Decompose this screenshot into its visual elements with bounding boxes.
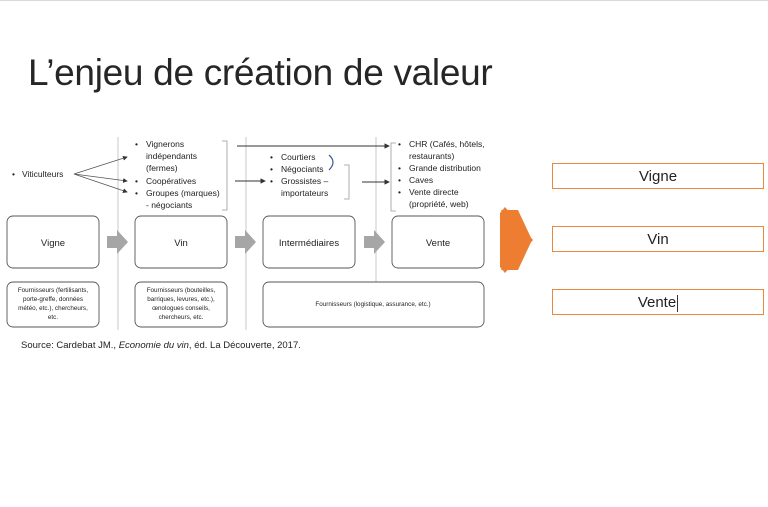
- svg-text:•: •: [270, 152, 273, 162]
- svg-text:porte-greffe, données: porte-greffe, données: [23, 296, 83, 303]
- svg-text:chercheurs, etc.: chercheurs, etc.: [159, 314, 204, 321]
- stage-box-intermediaires: [262, 215, 356, 269]
- orange-arrow-body: [501, 210, 532, 270]
- slide-title: L’enjeu de création de valeur: [28, 52, 493, 93]
- supplier-box: [134, 281, 228, 328]
- sales-list: • CHR (Cafés, hôtels, restaurants) • Gra…: [398, 139, 485, 209]
- fan-arrow: [73, 155, 128, 175]
- svg-text:•: •: [135, 139, 138, 149]
- text-cursor: [677, 294, 679, 312]
- svg-text:•: •: [135, 188, 138, 198]
- supplier-box: [262, 281, 485, 328]
- svg-text:Vente directe: Vente directe: [409, 187, 459, 197]
- stage-arrow: [364, 230, 385, 254]
- svg-text:- négociants: - négociants: [146, 200, 192, 210]
- stage-box-vin: [134, 215, 228, 269]
- stage-label: Vin: [174, 238, 188, 249]
- bracket: [344, 164, 350, 200]
- stage-label: Vente: [426, 238, 450, 249]
- top-border: [0, 0, 768, 1]
- svg-text:•: •: [398, 187, 401, 197]
- svg-text:•: •: [270, 176, 273, 186]
- svg-text:etc.: etc.: [48, 314, 58, 321]
- viticulteurs-label: Viticulteurs: [22, 169, 63, 179]
- svg-text:•: •: [270, 164, 273, 174]
- curved-arrow: [328, 154, 334, 171]
- svg-text:barriques, levures, etc.),: barriques, levures, etc.),: [147, 296, 215, 303]
- svg-text:•: •: [398, 163, 401, 173]
- bracket: [390, 142, 396, 212]
- svg-text:météo, etc.), chercheurs,: météo, etc.), chercheurs,: [18, 305, 88, 312]
- bullet-dot: •: [12, 169, 15, 179]
- svg-text:œnologues conseils,: œnologues conseils,: [152, 305, 210, 312]
- source-citation: Source: Cardebat JM., Economie du vin, é…: [21, 340, 301, 351]
- bracket: [222, 140, 228, 211]
- svg-text:(propriété, web): (propriété, web): [409, 199, 469, 209]
- fan-arrow: [73, 173, 128, 193]
- stage-arrow: [107, 230, 128, 254]
- stage-label: Vigne: [41, 238, 65, 249]
- text-box-vigne[interactable]: Vigne: [552, 163, 764, 189]
- svg-text:restaurants): restaurants): [409, 151, 455, 161]
- text-box-vente[interactable]: Vente: [552, 289, 764, 315]
- svg-text:importateurs: importateurs: [281, 188, 328, 198]
- svg-text:Coopératives: Coopératives: [146, 176, 196, 186]
- svg-text:•: •: [398, 139, 401, 149]
- svg-text:•: •: [135, 176, 138, 186]
- stage-label: Intermédiaires: [279, 238, 339, 249]
- stage-box-vente: [391, 215, 485, 269]
- stage-arrow: [235, 230, 256, 254]
- svg-text:Fournisseurs (logistique, assu: Fournisseurs (logistique, assurance, etc…: [315, 301, 430, 308]
- intermediaries-list: • Courtiers • Négociants • Grossistes – …: [270, 152, 329, 198]
- svg-text:Fournisseurs (fertilisants,: Fournisseurs (fertilisants,: [18, 287, 89, 294]
- svg-text:Groupes (marques): Groupes (marques): [146, 188, 220, 198]
- svg-text:(fermes): (fermes): [146, 163, 178, 173]
- svg-text:•: •: [398, 175, 401, 185]
- text-box-vin[interactable]: Vin: [552, 226, 764, 252]
- vin-actors-list: • Vignerons indépendants (fermes) • Coop…: [135, 139, 220, 210]
- svg-text:Vignerons: Vignerons: [146, 139, 184, 149]
- svg-text:Caves: Caves: [409, 175, 433, 185]
- svg-text:Grande distribution: Grande distribution: [409, 163, 481, 173]
- svg-text:Courtiers: Courtiers: [281, 152, 315, 162]
- svg-text:Négociants: Négociants: [281, 164, 324, 174]
- supplier-box: [6, 281, 100, 328]
- svg-text:Fournisseurs (bouteilles,: Fournisseurs (bouteilles,: [147, 287, 216, 294]
- stage-box-vigne: [6, 215, 100, 269]
- fan-arrow: [73, 173, 128, 183]
- svg-text:CHR (Cafés, hôtels,: CHR (Cafés, hôtels,: [409, 139, 485, 149]
- svg-text:Grossistes –: Grossistes –: [281, 176, 329, 186]
- svg-text:indépendants: indépendants: [146, 151, 197, 161]
